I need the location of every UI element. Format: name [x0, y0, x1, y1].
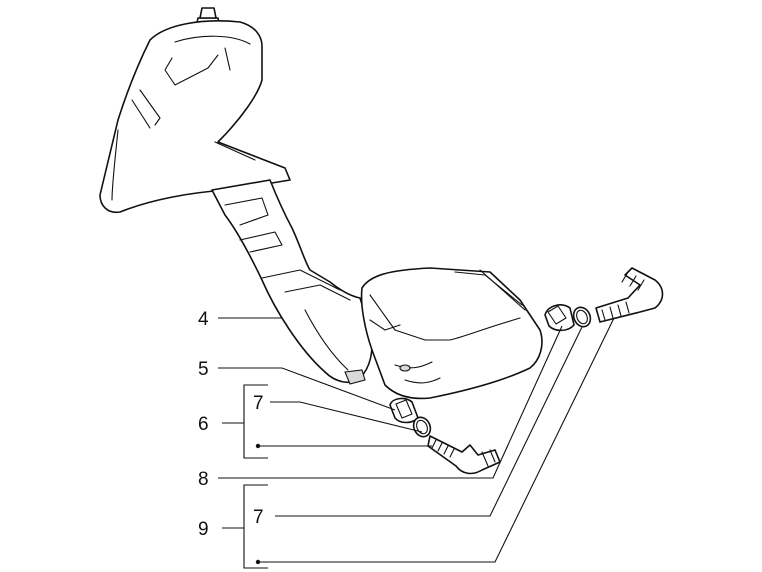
callout-6-sub: 7 [253, 393, 264, 414]
leader-9-sub [275, 326, 583, 517]
hose-fitting-right [595, 267, 664, 323]
leader-5 [218, 367, 396, 411]
o-ring-right [572, 306, 592, 328]
leader-lines [218, 317, 615, 569]
callout-5: 5 [198, 359, 209, 380]
callout-6: 6 [198, 414, 209, 435]
bracket-9 [243, 484, 268, 569]
clamp-right [544, 304, 575, 332]
fuel-tank-lower [360, 267, 543, 400]
leader-6-sub [270, 401, 423, 433]
fuel-tank-upper [99, 7, 373, 385]
callout-9-sub: 7 [253, 507, 264, 528]
callout-8: 8 [198, 469, 209, 490]
elbow-fitting-left [427, 435, 501, 475]
callout-9: 9 [198, 519, 209, 540]
leader-9-dot [258, 317, 615, 563]
bracket-6 [243, 384, 268, 459]
clamp-left [389, 397, 419, 424]
callout-4: 4 [198, 309, 209, 330]
leader-8 [218, 325, 563, 479]
